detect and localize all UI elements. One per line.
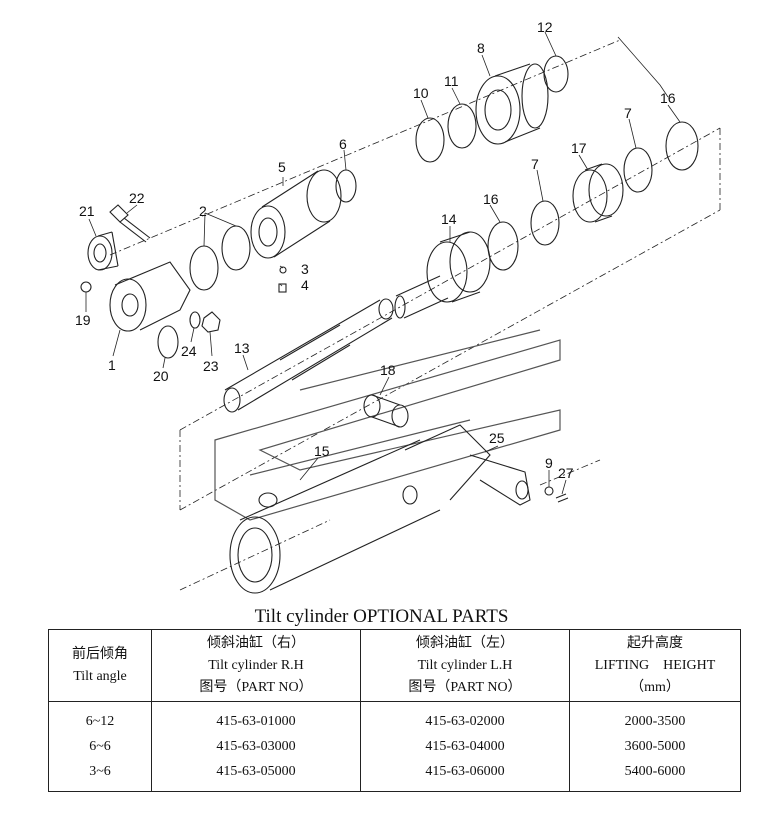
part-7-ring-a (623, 147, 653, 193)
watermark-logo (214, 329, 561, 521)
header-lh-cn: 倾斜油缸（左） (416, 635, 514, 651)
part-15-barrel (229, 424, 491, 594)
callout-6: 6 (339, 136, 347, 152)
header-tilt-cylinder-rh: 倾斜油缸（右） Tilt cylinder R.H 图号（PART NO） (151, 629, 361, 702)
row-3-rh: 415-63-05000 (216, 764, 296, 779)
header-rh-cn: 倾斜油缸（右） (207, 635, 305, 651)
header-height-cn: 起升高度 (627, 635, 683, 651)
header-height-unit: （mm） (630, 679, 680, 695)
callout-25: 25 (489, 430, 505, 446)
callout-13: 13 (234, 340, 250, 356)
row-2-height: 3600-5000 (624, 739, 686, 754)
callout-14: 14 (441, 211, 457, 227)
parts-table-title: Tilt cylinder OPTIONAL PARTS (254, 606, 509, 627)
callout-7a: 7 (624, 105, 632, 121)
exploded-view-diagram: 1 2 3 4 5 6 7 7 8 9 10 11 12 13 14 15 16… (75, 19, 721, 594)
part-3-fitting (279, 266, 287, 274)
part-25-bracket (469, 454, 531, 506)
part-9-fitting (544, 486, 554, 496)
callout-22: 22 (129, 190, 145, 206)
header-lh-part: 图号（PART NO） (408, 679, 522, 695)
callout-8: 8 (477, 40, 485, 56)
callout-labels: 1 2 3 4 5 6 7 7 8 9 10 11 12 13 14 15 16… (75, 19, 676, 481)
callout-9: 9 (545, 455, 553, 471)
callout-2: 2 (199, 203, 207, 219)
part-22-bolt (109, 204, 151, 243)
tilt-angle-cell: 6~12 6~6 3~6 (48, 701, 152, 792)
row-1-rh: 415-63-01000 (216, 714, 296, 729)
row-2-lh: 415-63-04000 (425, 739, 505, 754)
row-1-height: 2000-3500 (624, 714, 686, 729)
lh-part-cell: 415-63-02000 415-63-04000 415-63-06000 (360, 701, 570, 792)
part-2-seal-a (189, 245, 219, 291)
row-2-rh: 415-63-03000 (216, 739, 296, 754)
header-tilt-angle-en: Tilt angle (73, 668, 127, 684)
header-rh-en: Tilt cylinder R.H (208, 657, 304, 673)
header-tilt-cylinder-lh: 倾斜油缸（左） Tilt cylinder L.H 图号（PART NO） (360, 629, 570, 702)
callout-23: 23 (203, 358, 219, 374)
part-12-ring (543, 55, 569, 93)
lifting-height-cell: 2000-3500 3600-5000 5400-6000 (569, 701, 741, 792)
header-lh-en: Tilt cylinder L.H (417, 657, 513, 673)
part-20-ring (157, 325, 179, 359)
part-13-rod (223, 298, 394, 413)
part-2-seal-b (221, 225, 251, 271)
callout-15: 15 (314, 443, 330, 459)
part-14-piston (394, 231, 491, 319)
part-6-seal (335, 169, 357, 203)
row-1-lh: 415-63-02000 (425, 714, 505, 729)
part-8-gland (475, 63, 549, 145)
part-10-ring (415, 117, 445, 163)
part-21-bushing (87, 231, 119, 271)
callout-4: 4 (301, 277, 309, 293)
callout-21: 21 (79, 203, 95, 219)
part-24-washer (189, 311, 201, 329)
callout-5: 5 (278, 159, 286, 175)
callout-20: 20 (153, 368, 169, 384)
callout-10: 10 (413, 85, 429, 101)
axis-lines (109, 39, 721, 591)
table-row: 6~12 6~6 3~6 415-63-01000 415-63-03000 4… (48, 701, 741, 792)
leader-lines (85, 31, 681, 495)
part-5-bush (250, 169, 342, 259)
callout-12: 12 (537, 19, 553, 35)
part-18-pin (363, 394, 409, 428)
row-3-lh: 415-63-06000 (425, 764, 505, 779)
header-lifting-height: 起升高度 LIFTING HEIGHT （mm） (569, 629, 741, 702)
part-16-ring (665, 121, 699, 171)
part-11-ring (447, 103, 477, 149)
rh-part-cell: 415-63-01000 415-63-03000 415-63-05000 (151, 701, 361, 792)
row-1-angle: 6~12 (85, 714, 115, 729)
part-27-bolt (555, 493, 569, 503)
part-1-clevis (80, 261, 191, 332)
part-23-nut (201, 311, 221, 333)
row-2-angle: 6~6 (89, 739, 111, 754)
header-height-en: LIFTING HEIGHT (594, 657, 716, 673)
header-tilt-angle-cn: 前后倾角 (72, 646, 128, 662)
callout-18: 18 (380, 362, 396, 378)
header-rh-part: 图号（PART NO） (199, 679, 313, 695)
callout-17: 17 (571, 140, 587, 156)
part-4-fitting (278, 283, 287, 293)
part-17-sleeve (572, 163, 624, 223)
callout-24: 24 (181, 343, 197, 359)
header-tilt-angle: 前后倾角 Tilt angle (48, 629, 152, 702)
callout-11: 11 (444, 73, 459, 89)
callout-27: 27 (558, 465, 574, 481)
callout-1: 1 (108, 357, 116, 373)
part-7-ring-b (530, 200, 560, 246)
callout-7b: 7 (531, 156, 539, 172)
table-header-row: 前后倾角 Tilt angle 倾斜油缸（右） Tilt cylinder R.… (48, 629, 741, 702)
callout-19: 19 (75, 312, 91, 328)
optional-parts-table: 前后倾角 Tilt angle 倾斜油缸（右） Tilt cylinder R.… (48, 629, 741, 792)
row-3-angle: 3~6 (89, 764, 111, 779)
part-16-seal (487, 221, 519, 271)
callout-16a: 16 (660, 90, 676, 106)
row-3-height: 5400-6000 (624, 764, 686, 779)
callout-3: 3 (301, 261, 309, 277)
callout-16b: 16 (483, 191, 499, 207)
